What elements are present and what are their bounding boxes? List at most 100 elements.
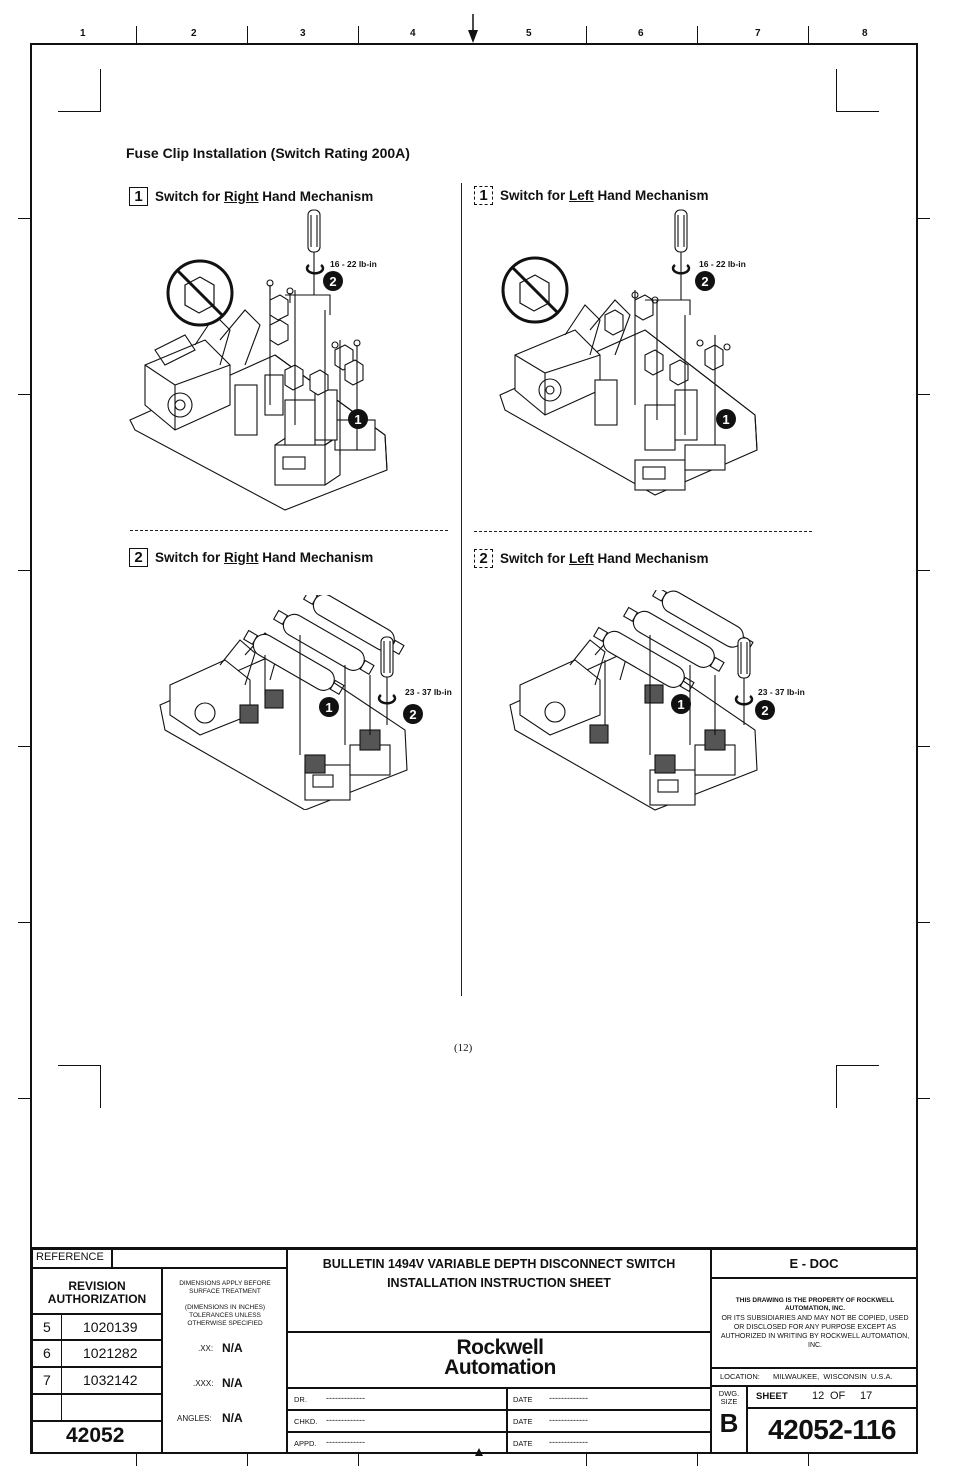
- sheet-total: 17: [860, 1390, 873, 1402]
- zone-tick: [586, 1454, 587, 1466]
- callout-1: 1: [319, 697, 339, 717]
- revision-number: 7: [43, 1372, 51, 1388]
- date-label: DATE: [513, 1439, 533, 1448]
- angles-label: ANGLES:: [177, 1414, 212, 1423]
- date-value: -------------: [549, 1393, 588, 1403]
- side-tick: [918, 1098, 930, 1099]
- date-value: -------------: [549, 1437, 588, 1447]
- torque-label: 16 - 22 lb-in: [699, 259, 746, 269]
- sheet-of-label: OF: [830, 1390, 846, 1402]
- zone-4: 4: [410, 28, 416, 39]
- dashed-divider: [474, 531, 812, 532]
- callout-1: 1: [671, 694, 691, 714]
- callout-2: 2: [403, 704, 423, 724]
- drawing-title-line-2: INSTALLATION INSTRUCTION SHEET: [387, 1276, 611, 1290]
- callout-1: 1: [716, 409, 736, 429]
- crop-mark: [58, 1065, 101, 1108]
- zone-tick: [358, 26, 359, 43]
- revision-authorization-cell: [32, 1268, 162, 1314]
- step-number-box: 2: [129, 548, 148, 567]
- revision-number: 5: [43, 1319, 51, 1335]
- dashed-divider: [130, 530, 448, 531]
- step-2-left-label: 2 Switch for Left Hand Mechanism: [474, 549, 709, 568]
- location-cell: [711, 1368, 917, 1386]
- sheet-label: SHEET: [756, 1391, 788, 1402]
- zone-tick: [247, 1454, 248, 1466]
- reference-label: REFERENCE: [36, 1251, 104, 1263]
- revision-num-cell: [32, 1314, 62, 1340]
- revision-code: 1021282: [83, 1345, 138, 1361]
- date-label: DATE: [513, 1395, 533, 1404]
- location-label: LOCATION:: [720, 1372, 760, 1381]
- side-tick: [918, 922, 930, 923]
- logo-line-1: Rockwell: [456, 1336, 544, 1359]
- torque-label: 23 - 37 lb-in: [405, 687, 452, 697]
- zone-2: 2: [191, 28, 197, 39]
- switch-illustration-step2-right: [159, 595, 408, 810]
- logo-cell: [287, 1332, 711, 1388]
- approved-value: -------------: [326, 1437, 365, 1447]
- revision-authorization-label: REVISION AUTHORIZATION: [47, 1279, 147, 1307]
- property-notice-bold: THIS DRAWING IS THE PROPERTY OF ROCKWELL…: [735, 1297, 895, 1313]
- title-block-top-rule: [32, 1247, 917, 1249]
- checked-cell: [287, 1410, 507, 1432]
- side-tick: [18, 570, 30, 571]
- title-cell: [287, 1249, 711, 1332]
- company-logo: Rockwell Automation: [422, 1336, 578, 1379]
- checked-label: CHKD.: [294, 1417, 318, 1426]
- date-value: -------------: [549, 1415, 588, 1425]
- revision-num-cell: [32, 1367, 62, 1394]
- dwg-size-cell: [711, 1386, 747, 1453]
- dwg-size-label: DWG. SIZE: [718, 1389, 740, 1407]
- doc-type: E - DOC: [789, 1256, 839, 1271]
- zone-tick: [136, 26, 137, 43]
- logo-line-2: Automation: [444, 1356, 556, 1379]
- revision-num-cell: [32, 1394, 62, 1421]
- tol-xxx-label: .XXX:: [193, 1379, 214, 1388]
- revision-code: 1020139: [83, 1319, 138, 1335]
- torque-label: 16 - 22 lb-in: [330, 259, 377, 269]
- checked-value: -------------: [326, 1415, 365, 1425]
- prohibited-icon: [501, 256, 569, 324]
- prohibited-icon: [166, 259, 234, 327]
- property-notice-cell: [711, 1278, 917, 1368]
- dwg-number-cell: [747, 1408, 917, 1453]
- tolerance-note: (DIMENSIONS IN INCHES) TOLERANCES UNLESS…: [184, 1304, 266, 1327]
- vertical-divider: [461, 183, 462, 996]
- location-value: MILWAUKEE, WISCONSIN U.S.A.: [773, 1372, 893, 1381]
- approved-label: APPD.: [294, 1439, 317, 1448]
- callout-2: 2: [695, 271, 715, 291]
- tol-xxx-value: N/A: [222, 1376, 243, 1390]
- dwg-number: 42052-116: [768, 1414, 896, 1445]
- zone-tick: [358, 1454, 359, 1466]
- tol-xx-value: N/A: [222, 1341, 243, 1355]
- crop-mark: [836, 69, 879, 112]
- zone-5: 5: [526, 28, 532, 39]
- zone-tick: [808, 26, 809, 43]
- zone-tick: [697, 26, 698, 43]
- checked-date-cell: [507, 1410, 711, 1432]
- angles-value: N/A: [222, 1411, 243, 1425]
- zone-7: 7: [755, 28, 761, 39]
- base-number-cell: [32, 1421, 162, 1453]
- page-number: (12): [454, 1042, 473, 1054]
- step-1-left-label: 1 Switch for Left Hand Mechanism: [474, 186, 709, 205]
- zone-tick: [697, 1454, 698, 1466]
- page-heading: Fuse Clip Installation (Switch Rating 20…: [126, 145, 410, 161]
- drawn-date-cell: [507, 1388, 711, 1410]
- revision-number: 6: [43, 1345, 51, 1361]
- switch-illustration-step1-left: [499, 209, 758, 496]
- side-tick: [18, 218, 30, 219]
- side-tick: [18, 746, 30, 747]
- zone-tick: [136, 1454, 137, 1466]
- side-tick: [918, 570, 930, 571]
- zone-3: 3: [300, 28, 306, 39]
- zone-tick: [808, 1454, 809, 1466]
- doc-type-cell: [711, 1249, 917, 1278]
- drawing-title-line-1: BULLETIN 1494V VARIABLE DEPTH DISCONNECT…: [322, 1257, 676, 1271]
- side-tick: [918, 394, 930, 395]
- reference-value-cell: [112, 1249, 287, 1268]
- zone-tick: [247, 26, 248, 43]
- property-notice-text: OR ITS SUBSIDIARIES AND MAY NOT BE COPIE…: [720, 1315, 910, 1350]
- sheet-number: 12: [812, 1390, 825, 1402]
